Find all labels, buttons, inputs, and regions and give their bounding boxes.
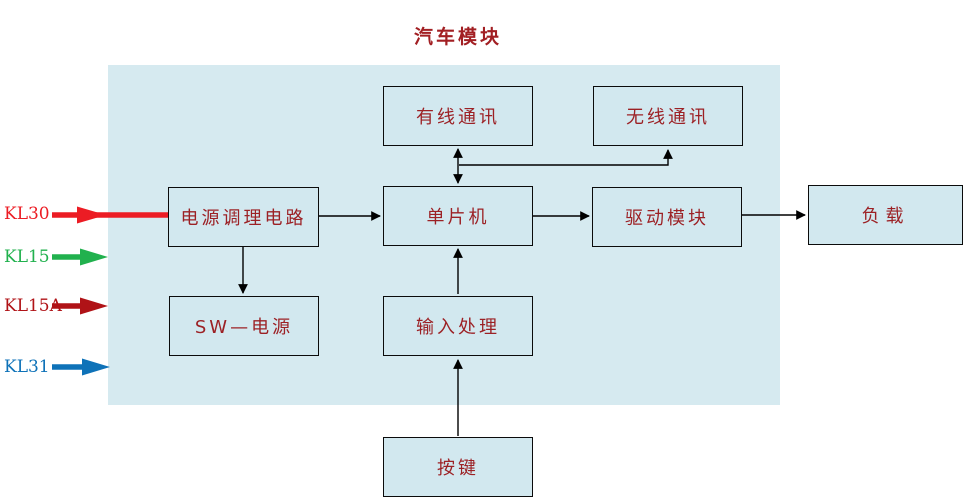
node-driver-module-label: 驱动模块 bbox=[625, 208, 709, 229]
node-power-conditioning: 电源调理电路 bbox=[168, 187, 319, 247]
node-input-processing-label: 输入处理 bbox=[416, 317, 500, 338]
node-wireless-comm: 无线通讯 bbox=[593, 86, 743, 146]
input-label-kl15a: KL15A bbox=[4, 296, 62, 316]
node-power-conditioning-label: 电源调理电路 bbox=[180, 208, 307, 229]
arrow-kl15 bbox=[52, 248, 108, 266]
node-mcu-label: 单片机 bbox=[426, 207, 490, 228]
node-load: 负载 bbox=[808, 185, 963, 245]
node-button-label: 按键 bbox=[437, 458, 479, 479]
diagram-title: 汽车模块 bbox=[413, 26, 502, 48]
node-driver-module: 驱动模块 bbox=[592, 187, 742, 247]
node-sw-power: SW—电源 bbox=[169, 296, 319, 356]
node-button: 按键 bbox=[383, 437, 533, 497]
node-mcu: 单片机 bbox=[383, 186, 533, 246]
node-input-processing: 输入处理 bbox=[383, 296, 533, 356]
node-sw-power-label: SW—电源 bbox=[194, 317, 294, 338]
input-label-kl30: KL30 bbox=[4, 204, 50, 224]
input-label-kl31: KL31 bbox=[4, 357, 50, 377]
node-wired-comm-label: 有线通讯 bbox=[416, 107, 500, 128]
input-label-kl15: KL15 bbox=[4, 247, 50, 267]
arrow-kl31 bbox=[52, 358, 110, 376]
node-load-label: 负载 bbox=[861, 206, 910, 227]
node-wired-comm: 有线通讯 bbox=[383, 86, 533, 146]
node-wireless-comm-label: 无线通讯 bbox=[626, 107, 710, 128]
